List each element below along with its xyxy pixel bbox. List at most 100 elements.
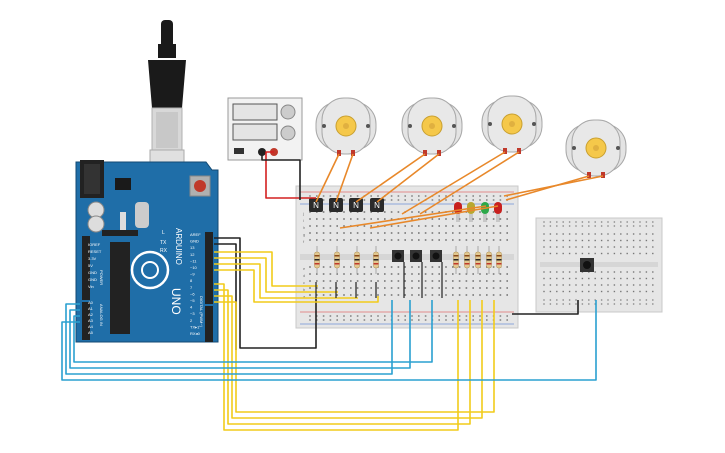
digital-pin-label: ~10 <box>190 265 198 270</box>
power-pin-label: GND <box>88 270 97 275</box>
digital-pin-label: ~11 <box>190 258 197 263</box>
arduino-analog-label: ANALOG IN <box>99 304 104 326</box>
arduino-model-label: UNO <box>169 288 183 315</box>
wire-black[interactable] <box>261 152 301 200</box>
svg-text:a: a <box>303 294 306 299</box>
analog-pin-label: A5 <box>88 330 94 335</box>
svg-text:b: b <box>303 287 306 292</box>
arduino-l-label: L <box>162 230 165 236</box>
analog-pin-label: A1 <box>88 306 94 311</box>
wire-red[interactable] <box>265 151 316 199</box>
digital-pin-label: 4 <box>190 305 193 310</box>
arduino-power-label: POWER <box>99 270 104 285</box>
arduino-uno-board[interactable] <box>75 160 219 343</box>
pushbutton-1[interactable] <box>392 250 404 262</box>
analog-pin-label: A0 <box>88 300 94 305</box>
dc-motor-3[interactable] <box>481 95 543 154</box>
digital-pin-label: TX▸1 <box>190 324 200 329</box>
transistor-2[interactable]: N <box>329 198 343 212</box>
digital-pin-label: GND <box>190 239 199 244</box>
power-pin-label: IOREF <box>88 242 101 247</box>
digital-pin-label: ~3 <box>190 311 195 316</box>
wire-orange[interactable] <box>376 153 440 203</box>
breadboard-main-row-letters-bottom: e d c b a <box>303 266 306 299</box>
resistor-5[interactable] <box>453 246 459 274</box>
wire-yellow[interactable] <box>214 269 379 303</box>
dc-motor-1[interactable] <box>315 97 377 156</box>
svg-text:c: c <box>303 280 305 285</box>
digital-pin-label: AREF <box>190 232 201 237</box>
wire-blue[interactable] <box>69 300 411 369</box>
wire-blue[interactable] <box>61 300 597 381</box>
pushbutton-2[interactable] <box>410 250 422 262</box>
breadboard-main-holes <box>309 195 508 321</box>
wire-blue[interactable] <box>65 300 393 375</box>
wire-orange[interactable] <box>355 153 426 203</box>
dc-motor-2[interactable] <box>401 97 463 156</box>
wire-yellow[interactable] <box>214 300 495 413</box>
wire-orange[interactable] <box>335 153 354 203</box>
digital-pin-label: ~5 <box>190 298 195 303</box>
pushbutton-small-board[interactable] <box>580 258 594 272</box>
resistor-4[interactable] <box>373 246 379 274</box>
wire-blue[interactable] <box>73 300 433 363</box>
svg-text:d: d <box>303 273 305 278</box>
arduino-pin-labels: AREFGND1312~11~10~987~6~54~32TX▸1RX◂0IOR… <box>88 232 201 336</box>
wire-yellow[interactable] <box>214 283 459 431</box>
wire-orange[interactable] <box>401 151 506 215</box>
digital-pin-label: 8 <box>190 278 193 283</box>
resistor-1[interactable] <box>314 246 320 274</box>
wire-yellow[interactable] <box>214 295 483 419</box>
wire-black[interactable] <box>512 300 579 315</box>
svg-text:i: i <box>303 218 304 223</box>
breadboard-small[interactable] <box>535 217 663 313</box>
wire-orange[interactable] <box>315 153 340 203</box>
analog-pin-label: A3 <box>88 318 94 323</box>
power-pin-label: GND <box>88 277 97 282</box>
breadboard-main-row-letters-top: j i h g f <box>302 211 305 244</box>
svg-text:e: e <box>303 266 306 271</box>
resistor-8[interactable] <box>486 246 492 274</box>
wire-orange[interactable] <box>503 175 604 197</box>
arduino-digital-label: DIGITAL (PWM~) <box>199 296 204 328</box>
arduino-brand-label: ARDUINO <box>174 228 183 265</box>
digital-pin-label: 2 <box>190 318 193 323</box>
power-pin-label: RESET <box>88 249 102 254</box>
transistor-label: N <box>313 201 319 210</box>
resistor-9[interactable] <box>496 246 502 274</box>
analog-pin-label: A2 <box>88 312 94 317</box>
wire-orange[interactable] <box>339 205 487 229</box>
wire-yellow[interactable] <box>214 289 471 425</box>
transistor-1[interactable]: N <box>309 198 323 212</box>
transistor-label: N <box>333 201 339 210</box>
power-supply[interactable] <box>227 97 303 161</box>
wire-yellow[interactable] <box>214 257 338 293</box>
led-4[interactable] <box>494 202 502 222</box>
resistor-2[interactable] <box>334 246 340 274</box>
wire-black[interactable] <box>214 237 317 349</box>
arduino-rx-label: RX <box>160 248 168 254</box>
arduino-tx-label: TX <box>160 240 167 246</box>
transistor-4[interactable]: N <box>370 198 384 212</box>
resistor-3[interactable] <box>354 246 360 274</box>
power-pin-label: 5V <box>88 263 93 268</box>
resistor-6[interactable] <box>464 246 470 274</box>
usb-cable[interactable] <box>148 20 186 187</box>
svg-text:g: g <box>303 232 305 237</box>
power-pin-label: 3.3V <box>88 256 97 261</box>
transistor-3[interactable]: N <box>349 198 363 212</box>
transistor-label: N <box>374 201 380 210</box>
wire-orange[interactable] <box>419 151 520 215</box>
digital-pin-label: ~6 <box>190 291 195 296</box>
transistor-label: N <box>353 201 359 210</box>
pushbutton-3[interactable] <box>430 250 442 262</box>
dc-motor-4[interactable] <box>565 119 627 178</box>
wire-yellow[interactable] <box>214 251 318 287</box>
wire-yellow[interactable] <box>214 263 358 299</box>
digital-pin-label: ~9 <box>190 272 195 277</box>
resistor-7[interactable] <box>475 246 481 274</box>
wire-orange[interactable] <box>369 205 499 229</box>
analog-pin-label: A4 <box>88 324 94 329</box>
digital-pin-label: RX◂0 <box>190 331 201 336</box>
